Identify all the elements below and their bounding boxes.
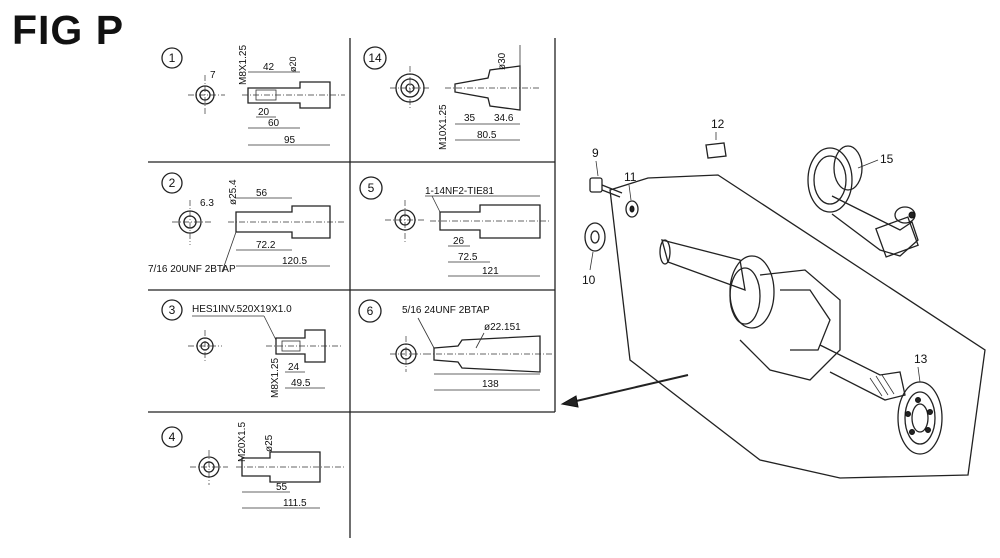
variant-14-dim-c: 80.5 [477,130,497,141]
variant-1-dim-g: ø20 [288,56,298,72]
exploded-view: 9 11 10 12 15 [582,117,986,479]
variant-4-drawing: 4 M20X1.5 ø25 55 111.5 [161,422,345,509]
variant-14-number: 14 [368,51,382,65]
variant-2-number: 2 [169,176,176,190]
bolt-part [589,177,623,198]
callout-12: 12 [711,117,725,131]
variant-1-drawing: 1 7 42 M8X1.25 ø20 20 60 95 [161,45,345,146]
callout-15: 15 [880,152,894,166]
variant-14-thread: M10X1.25 [438,104,449,150]
lock-washer-part [625,200,639,218]
variant-6-number: 6 [367,304,374,318]
variant-1-dim-a: 7 [210,70,216,81]
variant-4-thread: M20X1.5 [237,422,248,462]
variant-2-diameter: ø25.4 [228,179,239,205]
camshaft-part [807,145,919,258]
variant-2-dim-c: 72.2 [256,240,276,251]
variant-5-dim-b: 72.5 [458,252,478,263]
flat-washer-part [584,222,606,252]
pointer-arrow [560,374,689,408]
callout-13: 13 [914,352,928,366]
variant-5-drawing: 5 1-14NF2-TIE81 26 72.5 121 [359,176,550,277]
variant-2-tap-note: 7/16 20UNF 2BTAP [148,264,236,275]
variant-1-dim-d: 60 [268,118,280,129]
variant-5-number: 5 [368,181,375,195]
variant-5-dim-a: 26 [453,236,465,247]
bearing-part [897,381,943,455]
variant-2-dim-d: 120.5 [282,256,307,267]
variant-5-thread: 1-14NF2-TIE81 [425,186,494,197]
variant-3-thread: M8X1.25 [270,358,281,398]
variant-4-dim-a: 55 [276,482,288,493]
variant-4-dim-b: 111.5 [283,498,307,509]
variant-3-dim-b: 49.5 [291,378,311,389]
crankshaft-part [659,239,906,401]
variant-14-drawing: 14 ø30 M10X1.25 35 34.6 80.5 [363,45,540,150]
variant-3-number: 3 [169,303,176,317]
variant-4-diameter: ø25 [264,434,275,452]
key-part [705,142,727,159]
variant-1-number: 1 [169,51,176,65]
variant-14-dim-a: 35 [464,113,476,124]
callout-9: 9 [592,146,599,160]
variant-3-dim-a: 24 [288,362,300,373]
figure-title: FIG P [12,7,125,53]
variant-grid [148,38,556,538]
variant-6-drawing: 6 5/16 24UNF 2BTAP ø22.151 138 [358,299,552,391]
variant-6-tap-note: 5/16 24UNF 2BTAP [402,305,490,316]
variant-5-dim-c: 121 [482,266,499,277]
variant-2-dim-b: 56 [256,188,268,199]
variant-1-thread: M8X1.25 [238,45,249,85]
variant-1-dim-e: 95 [284,135,296,146]
variant-6-diameter: ø22.151 [484,322,521,333]
variant-3-drawing: 3 HES1INV.520X19X1.0 M8X1.25 24 49.5 [161,299,342,398]
variant-6-dim-a: 138 [482,379,499,390]
variant-2-drawing: 2 6.3 ø25.4 56 72.2 120.5 7/16 20UNF 2BT… [148,172,345,275]
variant-2-dim-a: 6.3 [200,198,214,209]
variant-3-spec: HES1INV.520X19X1.0 [192,304,292,315]
variant-14-diameter: ø30 [497,52,508,70]
callout-11: 11 [624,170,637,184]
variant-1-dim-b: 42 [263,62,275,73]
callout-10: 10 [582,273,596,287]
variant-4-number: 4 [169,430,176,444]
variant-14-dim-b: 34.6 [494,113,514,124]
variant-1-dim-c: 20 [258,107,270,118]
